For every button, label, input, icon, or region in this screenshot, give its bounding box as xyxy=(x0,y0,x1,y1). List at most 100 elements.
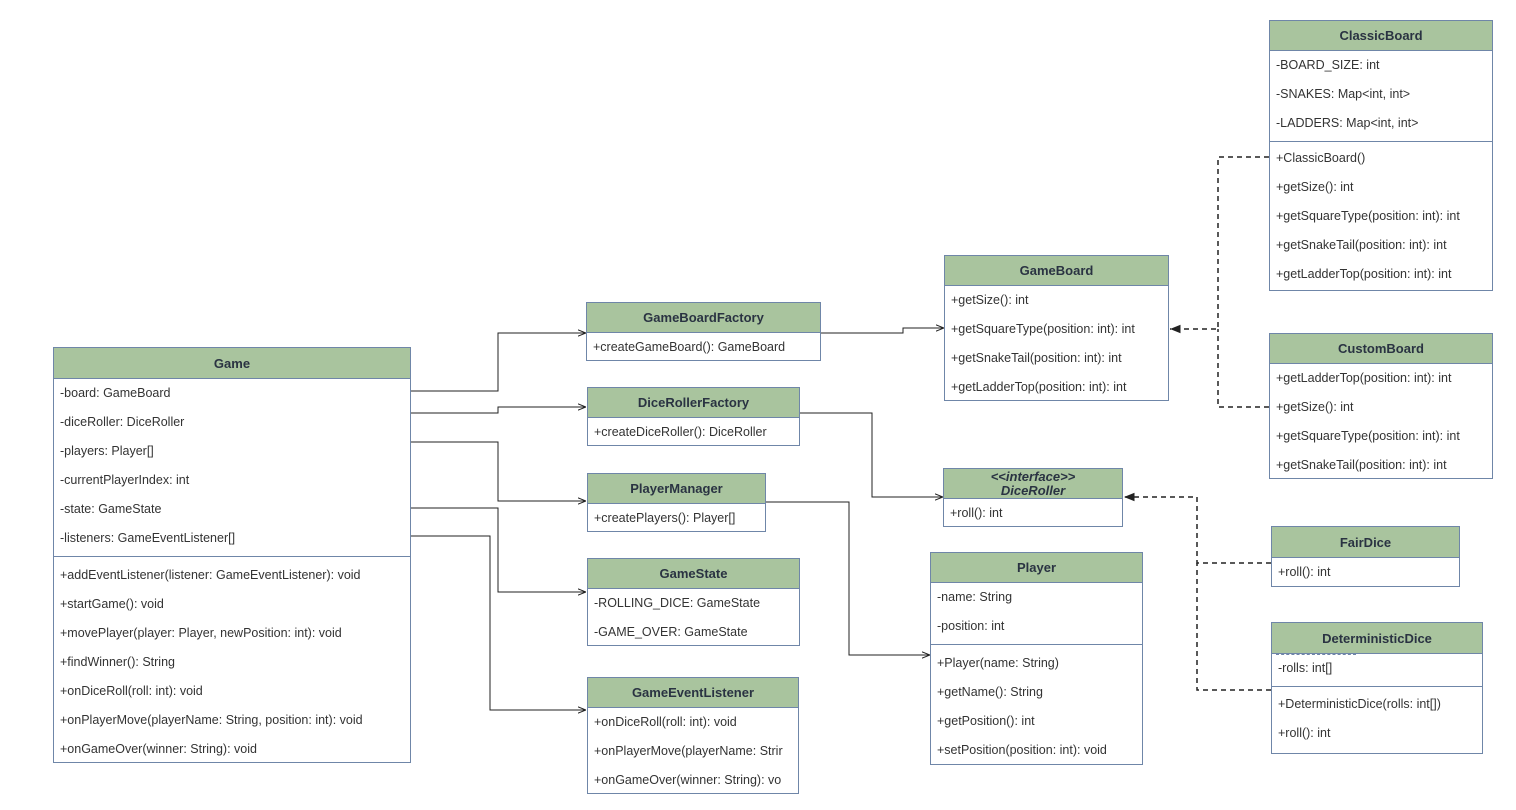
class-name: Game xyxy=(213,355,251,371)
class-header: ClassicBoard xyxy=(1270,21,1492,51)
relation-deterministicdice-diceroller xyxy=(1196,563,1271,691)
class-header: GameBoard xyxy=(945,256,1168,286)
method: +findWinner(): String xyxy=(60,655,175,669)
relation-playermanager-player xyxy=(766,501,930,655)
class-dicerollerfactory[interactable]: DiceRollerFactory +createDiceRoller(): D… xyxy=(587,387,800,446)
attribute: +createGameBoard(): GameBoard xyxy=(593,340,786,354)
class-diceroller[interactable]: <<interface>> DiceRoller +roll(): int xyxy=(943,468,1123,527)
method: +onPlayerMove(playerName: String, positi… xyxy=(60,713,363,727)
class-gameboard[interactable]: GameBoard +getSize(): int +getSquareType… xyxy=(944,255,1169,401)
class-name: DiceRoller xyxy=(1000,482,1066,498)
attributes-section: +createGameBoard(): GameBoard xyxy=(587,333,820,360)
method: +getLadderTop(position: int): int xyxy=(1276,267,1452,281)
attribute: -players: Player[] xyxy=(60,444,154,458)
attributes-section: +getLadderTop(position: int): int +getSi… xyxy=(1270,364,1492,478)
relation-game-gameeventlistener xyxy=(411,535,586,710)
attribute: -LADDERS: Map<int, int> xyxy=(1276,116,1419,130)
relation-game-gameboardfactory xyxy=(411,333,586,392)
class-name: Player xyxy=(1016,560,1057,575)
method: +addEventListener(listener: GameEventLis… xyxy=(60,568,361,582)
dashed-divider xyxy=(1276,654,1356,655)
class-header: CustomBoard xyxy=(1270,334,1492,364)
class-name: FairDice xyxy=(1339,534,1392,550)
attribute: +getSize(): int xyxy=(1276,400,1354,414)
class-fairdice[interactable]: FairDice +roll(): int xyxy=(1271,526,1460,587)
relation-game-gamestate xyxy=(411,507,586,592)
attribute: +getSquareType(position: int): int xyxy=(1276,429,1460,443)
methods-section: +ClassicBoard() +getSize(): int +getSqua… xyxy=(1270,141,1492,289)
class-classicboard[interactable]: ClassicBoard -BOARD_SIZE: int -SNAKES: M… xyxy=(1269,20,1493,291)
class-header: FairDice xyxy=(1272,527,1459,558)
class-header: DeterministicDice xyxy=(1272,623,1482,654)
class-player[interactable]: Player -name: String -position: int +Pla… xyxy=(930,552,1143,765)
methods-section: +Player(name: String) +getName(): String… xyxy=(931,644,1142,764)
attributes-section: -rolls: int[] xyxy=(1272,654,1482,686)
class-name: GameBoard xyxy=(1019,263,1094,278)
attribute: -currentPlayerIndex: int xyxy=(60,473,190,487)
attribute: +onGameOver(winner: String): vo xyxy=(594,773,782,787)
class-deterministicdice[interactable]: DeterministicDice -rolls: int[] +Determi… xyxy=(1271,622,1483,754)
attributes-section: +createDiceRoller(): DiceRoller xyxy=(588,418,799,445)
attributes-section: -name: String -position: int xyxy=(931,583,1142,644)
attributes-section: +onDiceRoll(roll: int): void +onPlayerMo… xyxy=(588,708,798,793)
class-header: GameState xyxy=(588,559,799,589)
attributes-section: -BOARD_SIZE: int -SNAKES: Map<int, int> … xyxy=(1270,51,1492,141)
method: +startGame(): void xyxy=(60,597,164,611)
method: +getPosition(): int xyxy=(937,714,1035,728)
method: +movePlayer(player: Player, newPosition:… xyxy=(60,626,342,640)
class-header: Player xyxy=(931,553,1142,583)
class-gameboardfactory[interactable]: GameBoardFactory +createGameBoard(): Gam… xyxy=(586,302,821,361)
interface-stereotype: <<interface>> xyxy=(990,468,1076,484)
class-header: DiceRollerFactory xyxy=(588,388,799,418)
attribute: +onPlayerMove(playerName: Strir xyxy=(594,744,783,758)
method: +getName(): String xyxy=(937,685,1043,699)
attribute: -diceRoller: DiceRoller xyxy=(60,415,185,429)
attribute: +roll(): int xyxy=(1278,565,1331,579)
attribute: +onDiceRoll(roll: int): void xyxy=(594,715,737,729)
class-playermanager[interactable]: PlayerManager +createPlayers(): Player[] xyxy=(587,473,766,532)
attributes-section: +roll(): int xyxy=(1272,558,1459,586)
attribute: -state: GameState xyxy=(60,502,162,516)
attribute: -GAME_OVER: GameState xyxy=(594,625,748,639)
relation-customboard-gameboard xyxy=(1217,329,1269,408)
attribute: -board: GameBoard xyxy=(60,386,171,400)
attribute: +createPlayers(): Player[] xyxy=(594,511,736,525)
method: +ClassicBoard() xyxy=(1276,151,1366,165)
attributes-section: -ROLLING_DICE: GameState -GAME_OVER: Gam… xyxy=(588,589,799,645)
relation-dicerollerfactory-diceroller xyxy=(800,412,943,497)
attributes-section: +roll(): int xyxy=(944,499,1122,526)
attribute: -BOARD_SIZE: int xyxy=(1276,58,1380,72)
class-name: PlayerManager xyxy=(630,481,723,496)
attribute: -ROLLING_DICE: GameState xyxy=(594,596,761,610)
class-name: ClassicBoard xyxy=(1339,28,1423,43)
methods-section: +addEventListener(listener: GameEventLis… xyxy=(54,556,410,762)
attribute: +getLadderTop(position: int): int xyxy=(951,380,1127,394)
attribute: +getSnakeTail(position: int): int xyxy=(1276,458,1447,472)
class-name: DeterministicDice xyxy=(1322,630,1432,646)
relation-fairdice-diceroller xyxy=(1124,492,1271,564)
attribute: +roll(): int xyxy=(950,506,1003,520)
class-name: GameEventListener xyxy=(631,685,755,700)
attributes-section: +getSize(): int +getSquareType(position:… xyxy=(945,286,1168,400)
attribute: +getSize(): int xyxy=(951,293,1029,307)
class-game[interactable]: Game -board: GameBoard -diceRoller: Dice… xyxy=(53,347,411,763)
attribute: -position: int xyxy=(937,619,1005,633)
relation-classicboard-gameboard xyxy=(1170,156,1269,334)
attribute: +getSquareType(position: int): int xyxy=(951,322,1135,336)
method: +roll(): int xyxy=(1278,726,1331,740)
method: +getSize(): int xyxy=(1276,180,1354,194)
attribute: -SNAKES: Map<int, int> xyxy=(1276,87,1411,101)
method: +DeterministicDice(rolls: int[]) xyxy=(1278,697,1441,711)
class-gamestate[interactable]: GameState -ROLLING_DICE: GameState -GAME… xyxy=(587,558,800,646)
class-customboard[interactable]: CustomBoard +getLadderTop(position: int)… xyxy=(1269,333,1493,479)
attribute: +createDiceRoller(): DiceRoller xyxy=(594,425,767,439)
class-name: CustomBoard xyxy=(1338,341,1424,356)
class-gameeventlistener[interactable]: GameEventListener +onDiceRoll(roll: int)… xyxy=(587,677,799,794)
attribute: -rolls: int[] xyxy=(1278,661,1333,675)
class-header: Game xyxy=(54,348,410,379)
relation-game-playermanager xyxy=(411,441,586,501)
attributes-section: +createPlayers(): Player[] xyxy=(588,504,765,531)
class-name: GameBoardFactory xyxy=(643,310,764,325)
method: +setPosition(position: int): void xyxy=(937,743,1107,757)
